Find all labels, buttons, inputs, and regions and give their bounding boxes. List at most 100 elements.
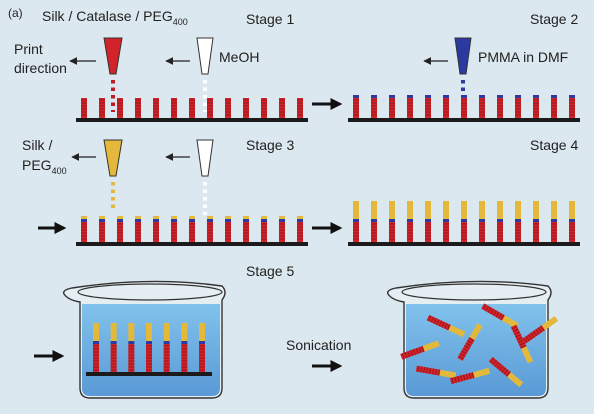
pillar (533, 201, 539, 242)
sonication-label: Sonication (286, 337, 351, 353)
pillar (425, 95, 431, 118)
pillar (479, 95, 485, 118)
panel-label: (a) (8, 6, 23, 20)
pillar (515, 201, 521, 242)
ink1-subscript: 400 (173, 17, 188, 27)
silk-nozzle-icon (103, 37, 123, 75)
stage-2-pillars (353, 95, 575, 118)
stage-3-label: Stage 3 (246, 137, 294, 153)
stage-4-pillars (353, 201, 575, 242)
stage-1-label: Stage 1 (246, 11, 294, 27)
print-direction-label-2: direction (14, 60, 67, 76)
pillar (207, 216, 213, 242)
pillar (297, 98, 303, 118)
free-rod (426, 314, 466, 338)
ink3-subscript: 400 (52, 166, 67, 176)
pillar (99, 98, 105, 118)
free-rod (415, 365, 457, 379)
pillar (243, 216, 249, 242)
free-rod (521, 316, 559, 344)
stage-3-substrate (76, 242, 308, 246)
pillar (171, 216, 177, 242)
pillar (497, 95, 503, 118)
pillar (117, 216, 123, 242)
pillar (389, 201, 395, 242)
pillar (515, 95, 521, 118)
pillar (135, 98, 141, 118)
free-rod (481, 303, 519, 329)
stage-3-pillars (81, 216, 303, 242)
pillar (353, 95, 359, 118)
pillar (279, 98, 285, 118)
pillar (443, 201, 449, 242)
pillar (81, 216, 87, 242)
stage-2-label: Stage 2 (530, 11, 578, 27)
peg-nozzle-icon (103, 139, 123, 177)
pillar (135, 216, 141, 242)
pillar (261, 98, 267, 118)
stage-1-pillars (81, 98, 303, 118)
meoh-label: MeOH (219, 49, 259, 65)
free-rod (400, 340, 440, 360)
pillar (479, 201, 485, 242)
pillar (146, 323, 152, 372)
free-rod (457, 323, 483, 361)
pillar (551, 95, 557, 118)
meoh-nozzle-icon-2 (196, 139, 214, 177)
pillar (153, 98, 159, 118)
pillar (261, 216, 267, 242)
free-rod (510, 324, 534, 364)
pillar (207, 98, 213, 118)
pillar (461, 201, 467, 242)
pillar (225, 216, 231, 242)
pillar (569, 201, 575, 242)
pillar (199, 323, 205, 372)
free-rod (449, 367, 491, 385)
stage-4-label: Stage 4 (530, 137, 578, 153)
pillar (297, 216, 303, 242)
pillar (425, 201, 431, 242)
pillar (389, 95, 395, 118)
pillar (225, 98, 231, 118)
peg-label-stage-3: PEG400 (22, 157, 67, 176)
pillar (153, 216, 159, 242)
pillar (163, 323, 170, 372)
stage-5-substrate (86, 372, 212, 376)
pmma-label: PMMA in DMF (478, 49, 568, 65)
pillar (569, 95, 575, 118)
pillar (407, 201, 413, 242)
free-rod (488, 356, 524, 388)
stage-5-label: Stage 5 (246, 263, 294, 279)
pillar (99, 216, 105, 242)
pillar (110, 323, 117, 372)
stage-4-substrate (348, 242, 580, 246)
pillar (189, 98, 195, 118)
pillar (533, 95, 539, 118)
meoh-nozzle-icon (196, 37, 214, 75)
silk-label-stage-3: Silk / (22, 137, 52, 153)
pillar (353, 201, 359, 242)
pillar (128, 323, 135, 372)
pillar (371, 201, 377, 242)
ink3-main-text: PEG (22, 157, 52, 173)
pillar (497, 201, 503, 242)
stage-5-pillars (93, 323, 205, 372)
pillar (443, 95, 449, 118)
pillar (81, 98, 87, 118)
pillar (117, 98, 123, 118)
ink1-main-text: Silk / Catalase / PEG (42, 8, 173, 24)
released-microrods (400, 303, 559, 388)
pillar (171, 98, 177, 118)
print-direction-label-1: Print (14, 41, 43, 57)
pillar (551, 201, 557, 242)
stage-1-substrate (76, 118, 308, 122)
pillar (279, 216, 285, 242)
pillar (461, 95, 467, 118)
stage-2-substrate (348, 118, 580, 122)
pillar (189, 216, 195, 242)
pillar (371, 95, 377, 118)
pillar (181, 323, 188, 372)
pillar (243, 98, 249, 118)
pillar (93, 323, 99, 372)
